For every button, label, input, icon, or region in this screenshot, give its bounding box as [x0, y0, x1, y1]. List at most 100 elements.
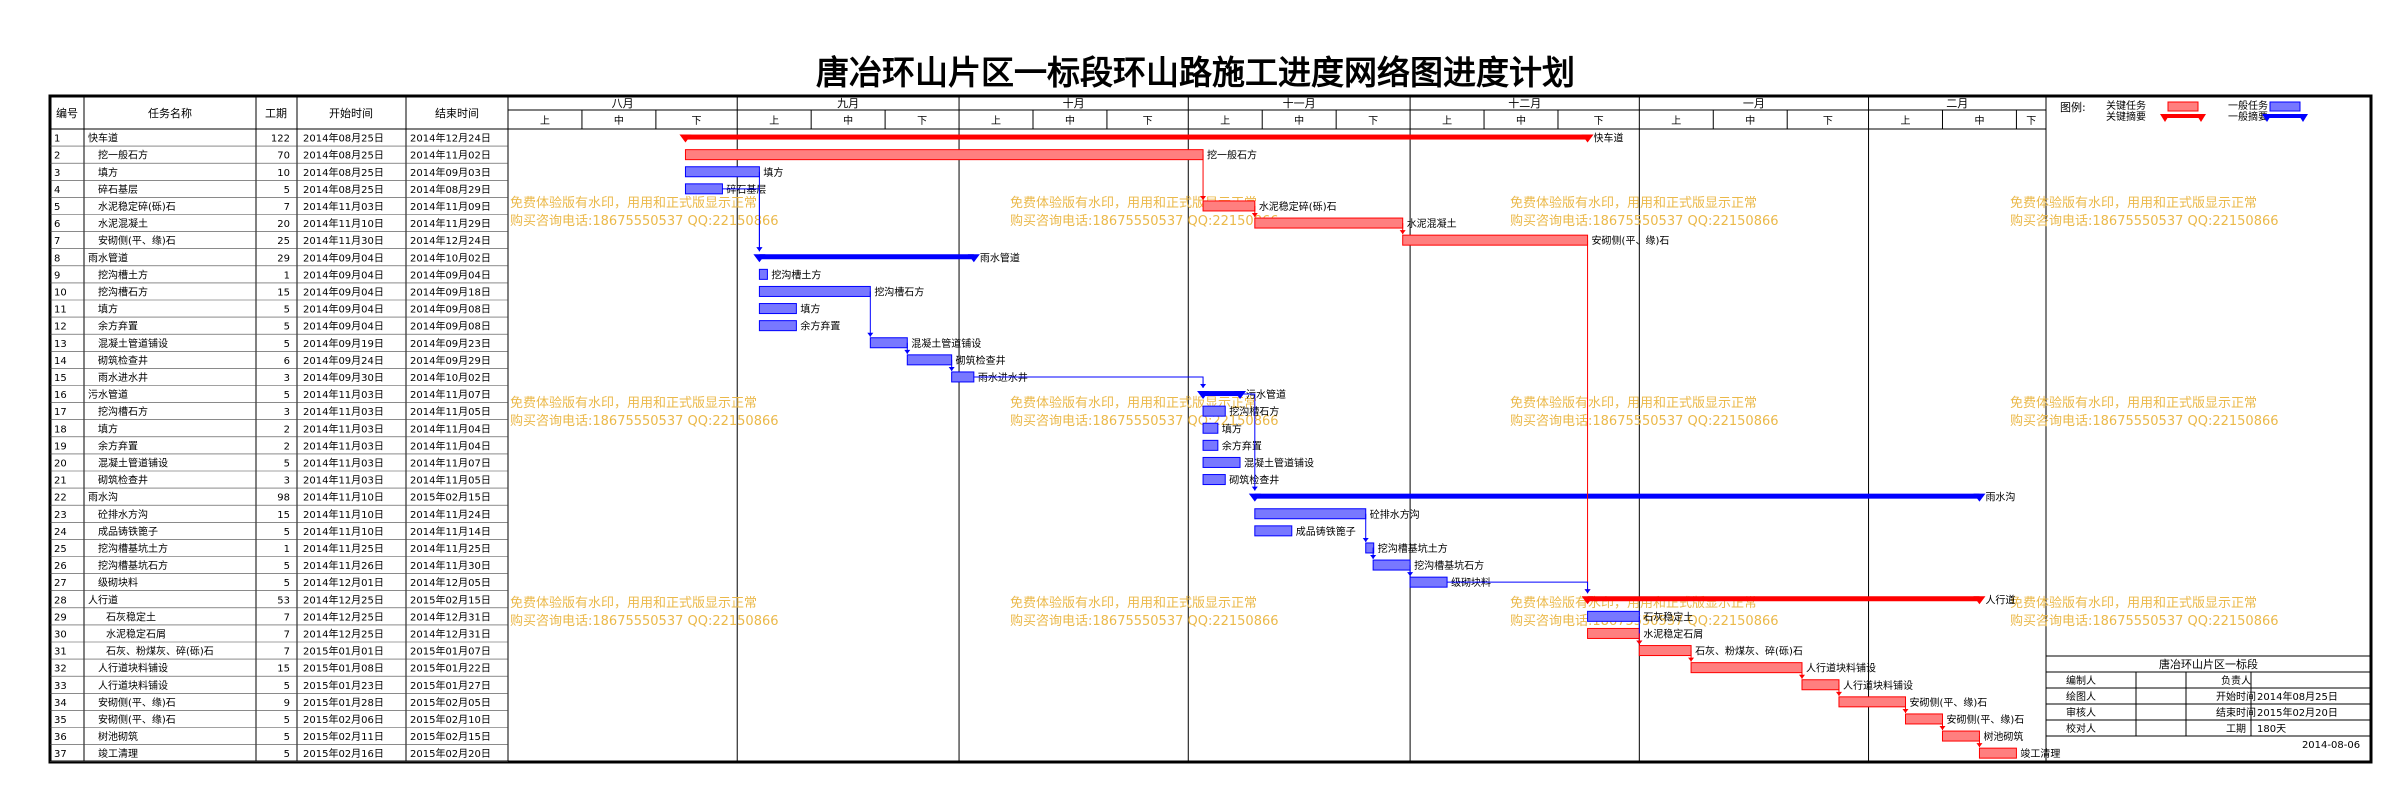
task-id: 20 [54, 458, 67, 469]
dependency-arrow [1399, 230, 1406, 235]
period-label: 下 [1143, 116, 1153, 127]
task-name: 污水管道 [88, 388, 128, 401]
task-id: 36 [54, 732, 67, 743]
dependency-arrow [1370, 555, 1377, 560]
task-duration: 7 [284, 629, 290, 640]
task-bar [684, 166, 760, 178]
task-start: 2014年09月24日 [303, 354, 384, 367]
task-id: 1 [54, 134, 60, 145]
task-id: 21 [54, 476, 67, 487]
summary-bar [685, 134, 1588, 140]
bar-label: 雨水管道 [980, 251, 1020, 264]
bar-label: 砌筑检查井 [956, 354, 1006, 367]
task-end: 2015年02月15日 [410, 593, 491, 606]
task-end: 2014年09月29日 [410, 354, 491, 367]
summary-bar [1254, 493, 1980, 499]
task-duration: 5 [284, 749, 290, 760]
month-label: 八月 [612, 97, 634, 110]
dependency-arrow [1902, 708, 1909, 713]
period-label: 下 [1368, 116, 1378, 127]
task-start: 2015年02月06日 [303, 713, 384, 726]
bar-label: 填方 [1222, 422, 1242, 435]
task-bar [1905, 713, 1943, 725]
task-bar [1365, 542, 1375, 554]
task-start: 2014年09月04日 [303, 251, 384, 264]
task-name: 砌筑检查井 [98, 354, 148, 367]
summary-bar [1587, 596, 1980, 602]
bar-label: 余方弃置 [1222, 439, 1262, 452]
task-duration: 6 [284, 356, 290, 367]
task-id: 31 [54, 647, 67, 658]
task-duration: 5 [284, 681, 290, 692]
task-start: 2014年11月26日 [303, 559, 384, 572]
period-label: 下 [917, 116, 927, 127]
task-bar [1978, 747, 2017, 759]
task-end: 2014年11月14日 [410, 525, 491, 538]
task-id: 5 [54, 202, 60, 213]
bar-label: 雨水沟 [1985, 491, 2015, 504]
task-start: 2015年02月16日 [303, 747, 384, 760]
header-duration: 工期 [265, 107, 287, 120]
task-name: 挖沟槽土方 [98, 268, 148, 281]
task-id: 12 [54, 322, 67, 333]
task-id: 27 [54, 578, 67, 589]
bar-label: 挖沟槽石方 [1229, 405, 1279, 418]
info-date: 2014-08-06 [2302, 740, 2360, 751]
task-id: 29 [54, 612, 67, 623]
task-bar [1202, 405, 1226, 417]
watermark-text: 购买咨询电话:18675550537 QQ:22150866 [1510, 613, 1779, 629]
bar-label: 水泥稳定石屑 [1643, 627, 1703, 640]
dependency-arrow [1798, 674, 1805, 679]
task-start: 2014年09月04日 [303, 268, 384, 281]
bar-label: 成品铸铁篦子 [1296, 525, 1356, 538]
info-label: 工期 [2226, 723, 2246, 735]
bar-label: 树池砌筑 [1983, 730, 2023, 743]
task-start: 2014年09月04日 [303, 320, 384, 333]
task-end: 2014年09月08日 [410, 320, 491, 333]
bar-label: 竣工清理 [2020, 747, 2060, 760]
header-end: 结束时间 [435, 107, 479, 120]
info-project: 唐冶环山片区一标段 [2159, 657, 2258, 671]
dependency-arrow [1835, 691, 1842, 696]
month-label: 十一月 [1283, 96, 1316, 110]
task-bar [1202, 422, 1219, 434]
task-start: 2015年02月11日 [303, 730, 384, 743]
watermark-text: 免费体验版有水印，用用和正式版显示正常 [510, 195, 757, 211]
info-label: 绘图人 [2066, 690, 2096, 703]
task-duration: 1 [284, 544, 290, 555]
task-duration: 70 [277, 151, 290, 162]
task-bar [1690, 662, 1803, 674]
bar-label: 人行道块料铺设 [1806, 662, 1876, 675]
task-name: 砌筑检查井 [98, 474, 148, 487]
info-label: 校对人 [2066, 722, 2096, 735]
task-name: 水泥稳定石屑 [106, 627, 166, 640]
task-name: 填方 [98, 166, 118, 179]
bar-label: 砼排水方沟 [1370, 508, 1420, 521]
bar-label: 挖沟槽石方 [874, 285, 924, 298]
task-name: 成品铸铁篦子 [98, 525, 158, 538]
bar-label: 安砌侧(平、缘)石 [1946, 713, 2024, 726]
task-id: 14 [54, 356, 67, 367]
task-name: 填方 [98, 422, 118, 435]
task-name: 余方弃置 [98, 320, 138, 333]
dependency-arrow [1200, 195, 1207, 200]
task-id: 8 [54, 253, 60, 264]
summary-end-marker [1581, 134, 1594, 143]
task-name: 挖沟槽石方 [98, 285, 148, 298]
task-id: 37 [54, 749, 67, 760]
task-id: 23 [54, 510, 67, 521]
bar-label: 人行道 [1985, 593, 2015, 606]
bar-label: 安砌侧(平、缘)石 [1592, 234, 1670, 247]
watermark-text: 免费体验版有水印，用用和正式版显示正常 [510, 395, 757, 411]
bar-label: 安砌侧(平、缘)石 [1910, 696, 1988, 709]
task-name: 安砌侧(平、缘)石 [98, 713, 176, 726]
task-end: 2015年02月10日 [410, 713, 491, 726]
task-duration: 15 [277, 510, 290, 521]
dependency-arrow [1200, 384, 1207, 389]
period-label: 上 [1671, 115, 1681, 127]
task-name: 竣工清理 [98, 747, 138, 760]
task-duration: 7 [284, 202, 290, 213]
task-end: 2014年11月25日 [410, 542, 491, 555]
month-label: 九月 [837, 97, 859, 110]
watermark-text: 免费体验版有水印，用用和正式版显示正常 [1510, 195, 1757, 211]
